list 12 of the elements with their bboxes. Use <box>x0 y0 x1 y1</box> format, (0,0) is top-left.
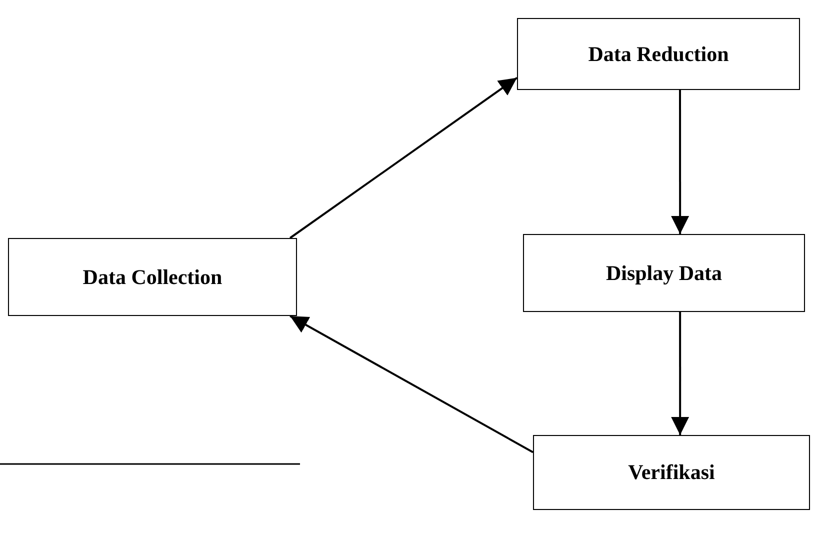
process-box <box>533 435 810 510</box>
arrow <box>671 90 690 234</box>
arrow <box>671 312 690 435</box>
process-box <box>523 234 805 312</box>
box-label: Data Collection <box>82 264 222 290</box>
process-box <box>8 238 297 316</box>
box-label: Verifikasi <box>628 460 715 485</box>
arrow <box>289 76 518 239</box>
box-label: Data Reduction <box>588 42 729 66</box>
process-box <box>517 18 800 90</box>
arrow <box>290 315 534 454</box>
box-label: Display Data <box>606 260 722 286</box>
